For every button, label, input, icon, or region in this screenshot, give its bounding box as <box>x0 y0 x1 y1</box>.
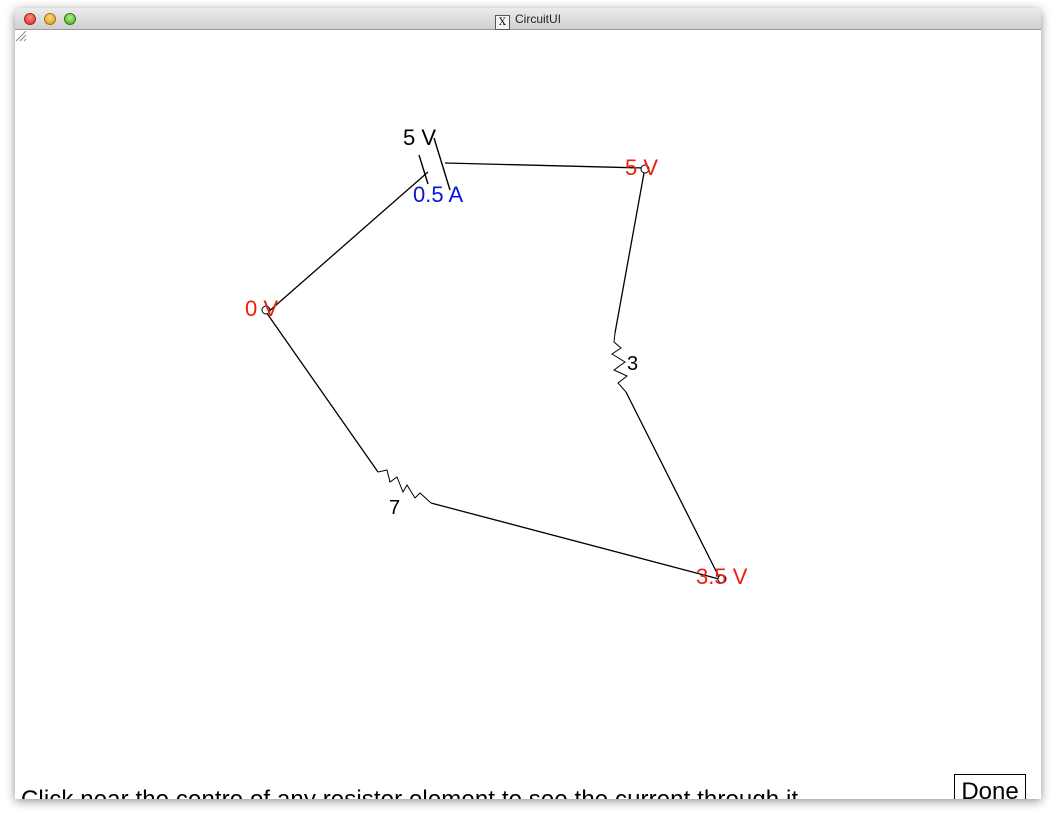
minimize-window-button[interactable] <box>44 13 56 25</box>
wire-top-right-to-resistor <box>614 172 645 334</box>
wire-battery-to-left-node <box>266 171 429 314</box>
wire-bottom-right-to-resistor <box>430 502 720 580</box>
resize-grip-icon[interactable] <box>15 30 27 42</box>
resistor-bottom-left-symbol[interactable] <box>377 469 432 504</box>
node-top-right-voltage-label: 5 V <box>625 155 658 180</box>
battery-voltage-label: 5 V <box>403 125 436 150</box>
node-bottom-right-voltage-label: 3.5 V <box>696 564 748 589</box>
circuit-diagram[interactable]: 5 V 0.5 A 5 V 0 V 3.5 V 3 7 <box>15 30 1041 799</box>
wire-resistor-to-left-node <box>265 311 379 473</box>
title-bar[interactable]: X CircuitUI <box>15 8 1041 30</box>
resistor-right-value-label: 3 <box>627 353 638 375</box>
circuit-ui-window: X CircuitUI <box>15 8 1041 799</box>
wire-battery-to-top-right <box>444 162 645 169</box>
resistor-bottom-left-value-label: 7 <box>389 497 400 519</box>
resistor-right-symbol[interactable] <box>611 332 628 393</box>
instruction-text: Click near the centre of any resistor el… <box>21 786 798 799</box>
node-top-right-terminal[interactable] <box>640 164 650 174</box>
wire-resistor-to-bottom-right <box>625 391 720 578</box>
close-window-button[interactable] <box>24 13 36 25</box>
battery-long-plate <box>433 137 451 191</box>
x11-icon: X <box>494 15 510 30</box>
node-left-terminal[interactable] <box>261 305 271 315</box>
done-button[interactable]: Done <box>954 774 1026 799</box>
node-bottom-right-terminal[interactable] <box>717 574 727 584</box>
battery-current-label: 0.5 A <box>413 182 463 207</box>
node-left-voltage-label: 0 V <box>245 296 278 321</box>
window-title-area: X CircuitUI <box>15 11 1041 30</box>
battery-short-plate <box>418 154 429 185</box>
window-title: CircuitUI <box>514 12 561 26</box>
circuit-canvas[interactable]: 5 V 0.5 A 5 V 0 V 3.5 V 3 7 Click near t… <box>15 30 1041 799</box>
zoom-window-button[interactable] <box>64 13 76 25</box>
battery-symbol[interactable] <box>418 137 451 191</box>
